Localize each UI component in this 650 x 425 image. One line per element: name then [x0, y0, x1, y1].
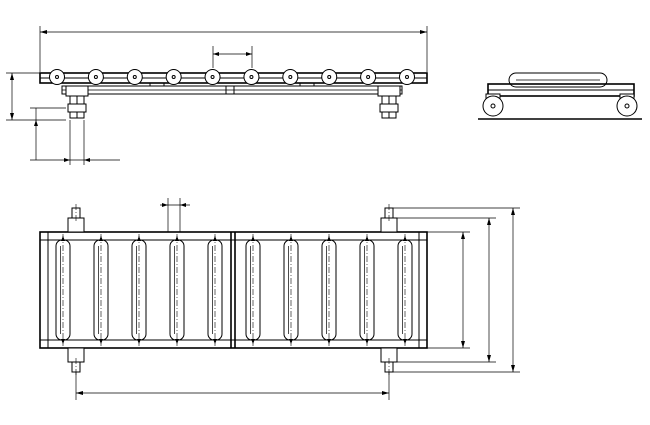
side-elevation-view — [6, 26, 428, 165]
plan-roller — [169, 234, 185, 346]
plan-roller — [131, 234, 147, 346]
width-dimensions — [393, 207, 520, 373]
plan-casters — [67, 204, 398, 376]
side-roller — [49, 69, 65, 85]
plan-roller — [359, 234, 375, 346]
side-rollers — [49, 69, 415, 85]
caster-spacing-dimension — [75, 372, 390, 400]
roller-width-dimension — [160, 198, 190, 232]
side-roller — [321, 69, 338, 85]
side-frame — [39, 72, 428, 95]
side-roller — [360, 69, 377, 85]
plan-roller — [283, 234, 299, 346]
left-caster — [65, 85, 89, 119]
roller-pitch-dimension — [212, 46, 253, 68]
plan-roller — [55, 234, 71, 346]
right-caster — [377, 85, 401, 119]
end-wheel-right — [616, 95, 638, 117]
height-dimensions — [6, 72, 120, 165]
side-roller — [204, 69, 221, 85]
plan-roller — [397, 234, 413, 346]
side-roller — [87, 69, 104, 85]
side-roller — [126, 69, 143, 85]
end-elevation-view — [478, 72, 642, 120]
side-roller — [165, 69, 182, 85]
side-roller — [282, 69, 299, 85]
plan-view — [39, 198, 520, 400]
plan-roller — [245, 234, 261, 346]
side-roller — [243, 69, 260, 85]
plan-rollers — [55, 234, 413, 346]
end-wheel-left — [482, 95, 504, 117]
side-roller — [399, 69, 415, 85]
overall-length-dimension — [39, 26, 428, 72]
plan-roller — [93, 234, 109, 346]
plan-roller — [207, 234, 223, 346]
plan-roller — [321, 234, 337, 346]
